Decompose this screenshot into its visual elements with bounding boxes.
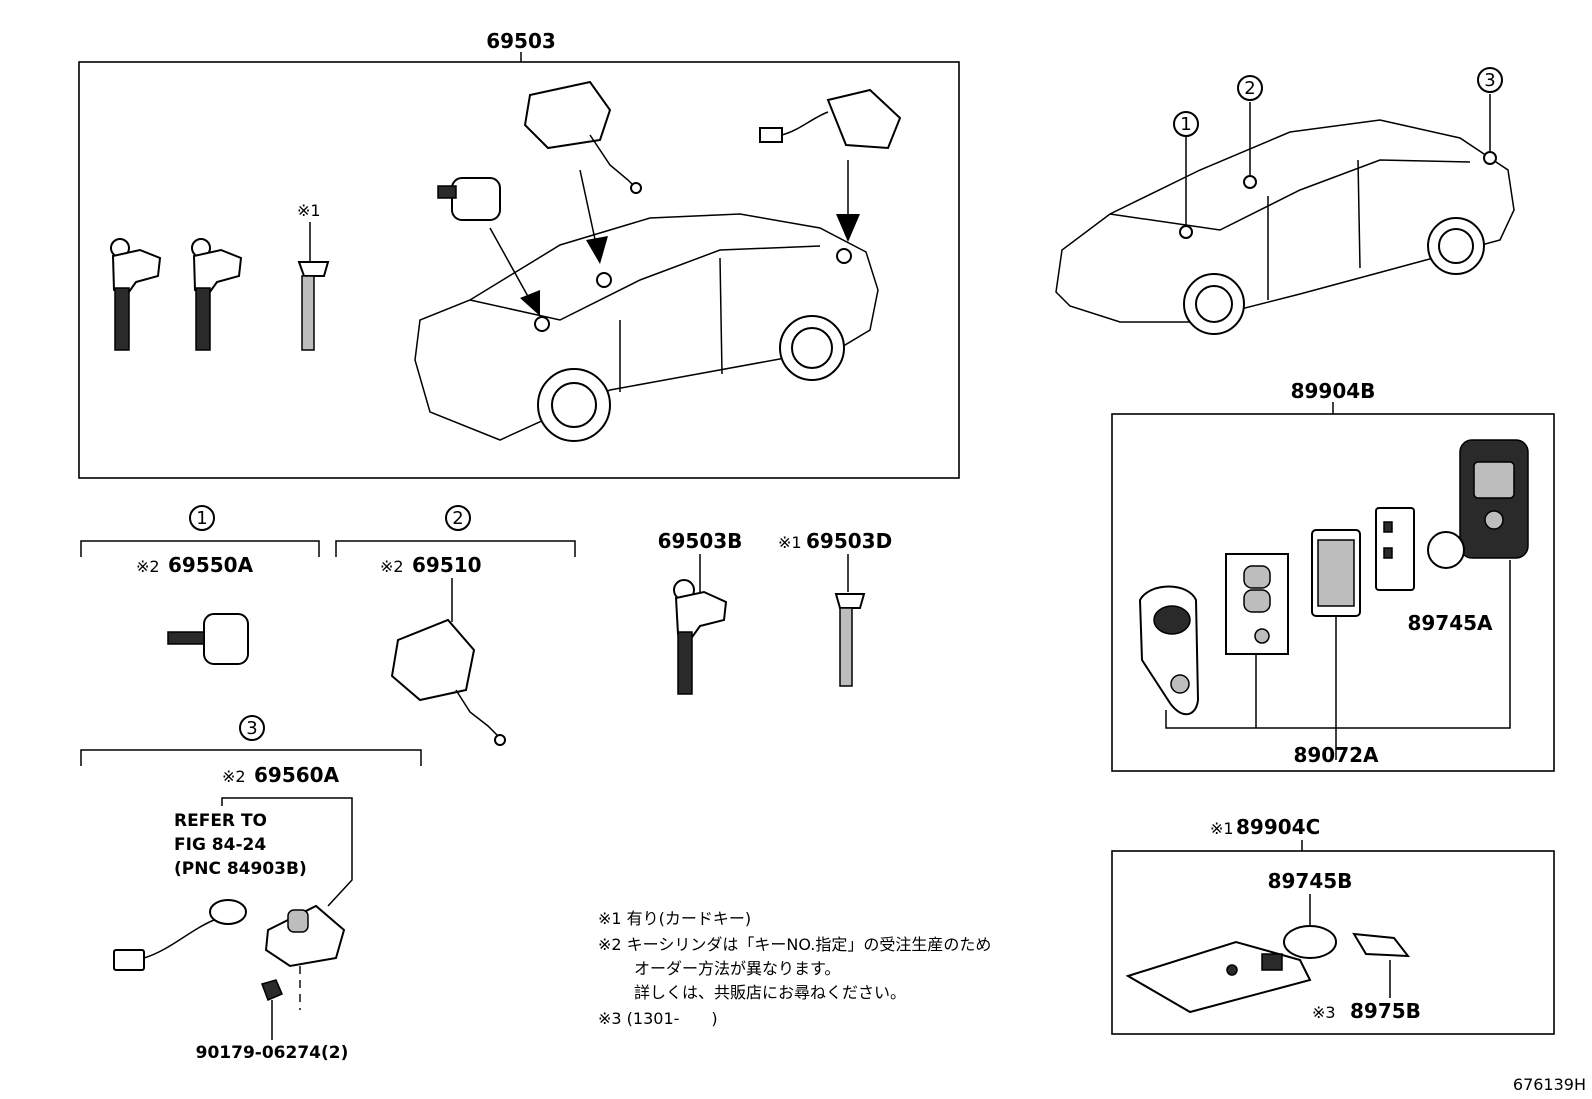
note-2c: 詳しくは、共販店にお尋ねください。 xyxy=(634,983,906,1002)
group-2-bracket: 2 ※2 69510 xyxy=(335,505,576,746)
group-3-bracket: 3 ※2 69560A xyxy=(80,715,422,907)
switch-harness-illustration xyxy=(113,899,247,971)
mark-3-card: ※3 xyxy=(1312,1003,1336,1022)
group-1-part-label[interactable]: 69550A xyxy=(168,553,254,577)
card-kit-frame: ※1 89904C xyxy=(1111,815,1555,1035)
arrow-to-center xyxy=(579,169,608,264)
main-assembly-frame: 69503 xyxy=(78,29,960,479)
notes-block: ※1 有り(カードキー) ※2 キーシリンダは「キーNO.指定」の受注生産のため… xyxy=(598,909,991,1028)
smart-key-illustration xyxy=(1459,439,1529,559)
group-3-part-label[interactable]: 69560A xyxy=(254,763,340,787)
battery-a-illustration: 89745A xyxy=(1407,531,1493,635)
remote-transmitter-illustration xyxy=(1138,585,1200,716)
circled-1-group: 1 xyxy=(196,508,207,529)
circuit-board-illustration xyxy=(1311,529,1361,617)
remote-kit-label[interactable]: 89904B xyxy=(1291,379,1376,403)
transmitter-housing-label[interactable]: 89072A xyxy=(1293,743,1379,767)
remote-kit-frame: 89904B xyxy=(1111,379,1555,772)
drawing-id: 676139H xyxy=(1513,1075,1586,1094)
bolt-illustration: 90179-06274(2) xyxy=(196,979,349,1063)
trunk-switch-illustration xyxy=(759,88,902,150)
mark-1-main: ※1 xyxy=(297,201,321,220)
key-illustration-1 xyxy=(110,238,162,351)
note-3: ※3 (1301- ) xyxy=(598,1009,718,1028)
key-blank-label[interactable]: 69503B xyxy=(658,529,743,553)
mark-2-group2: ※2 xyxy=(380,557,404,576)
note-1: ※1 有り(カードキー) xyxy=(598,909,751,928)
key-illustration-2 xyxy=(191,238,243,351)
circled-1-car: 1 xyxy=(1180,114,1191,135)
card-part-label[interactable]: 8975B xyxy=(1350,999,1421,1023)
refer-note: REFER TO FIG 84-24 (PNC 84903B) xyxy=(174,811,307,879)
bolt-label[interactable]: 90179-06274(2) xyxy=(196,1043,349,1063)
card-key-illustration: ※1 xyxy=(297,201,330,351)
refer-line-2: FIG 84-24 xyxy=(174,835,266,855)
card-key-blank-group: ※1 69503D xyxy=(778,529,892,687)
ignition-cylinder-illustration xyxy=(523,80,642,194)
group-1-bracket: 1 ※2 69550A xyxy=(80,505,320,665)
circled-3-car: 3 xyxy=(1484,70,1495,91)
mark-2-group3: ※2 xyxy=(222,767,246,786)
refer-line-3: (PNC 84903B) xyxy=(174,859,307,879)
card-key-blank-label[interactable]: 69503D xyxy=(806,529,892,553)
circled-3-group: 3 xyxy=(246,718,257,739)
mark-1-keyblank: ※1 xyxy=(778,533,802,552)
main-assembly-label[interactable]: 69503 xyxy=(486,29,556,53)
circled-2-car: 2 xyxy=(1244,78,1255,99)
card-key-holder-illustration xyxy=(1125,940,1312,1014)
arrow-to-front xyxy=(489,227,540,316)
key-plate-illustration xyxy=(1375,507,1415,591)
note-2b: オーダー方法が異なります。 xyxy=(634,959,840,978)
mark-2-group1: ※2 xyxy=(136,557,160,576)
key-blank-group: 69503B xyxy=(658,529,743,695)
battery-b-label[interactable]: 89745B xyxy=(1268,869,1353,893)
door-cylinder-illustration xyxy=(437,177,501,221)
button-pad-illustration xyxy=(1225,553,1289,655)
group-2-part-label[interactable]: 69510 xyxy=(412,553,482,577)
note-2a: ※2 キーシリンダは「キーNO.指定」の受注生産のため xyxy=(598,935,991,954)
mark-1-card-kit: ※1 xyxy=(1210,819,1234,838)
refer-line-1: REFER TO xyxy=(174,811,267,831)
card-kit-label[interactable]: 89904C xyxy=(1236,815,1320,839)
vehicle-illustration-main xyxy=(414,213,879,442)
circled-2-group: 2 xyxy=(452,508,463,529)
battery-b-illustration: 89745B xyxy=(1268,869,1353,959)
arrow-to-rear xyxy=(836,160,860,242)
card-part-illustration: ※3 8975B xyxy=(1312,932,1421,1023)
battery-a-label[interactable]: 89745A xyxy=(1407,611,1493,635)
vehicle-illustration-right: 1 2 3 xyxy=(1055,67,1515,335)
lock-cylinder-bracket-illustration xyxy=(264,904,346,1010)
remote-kit-leaders: 89072A xyxy=(1165,560,1511,767)
